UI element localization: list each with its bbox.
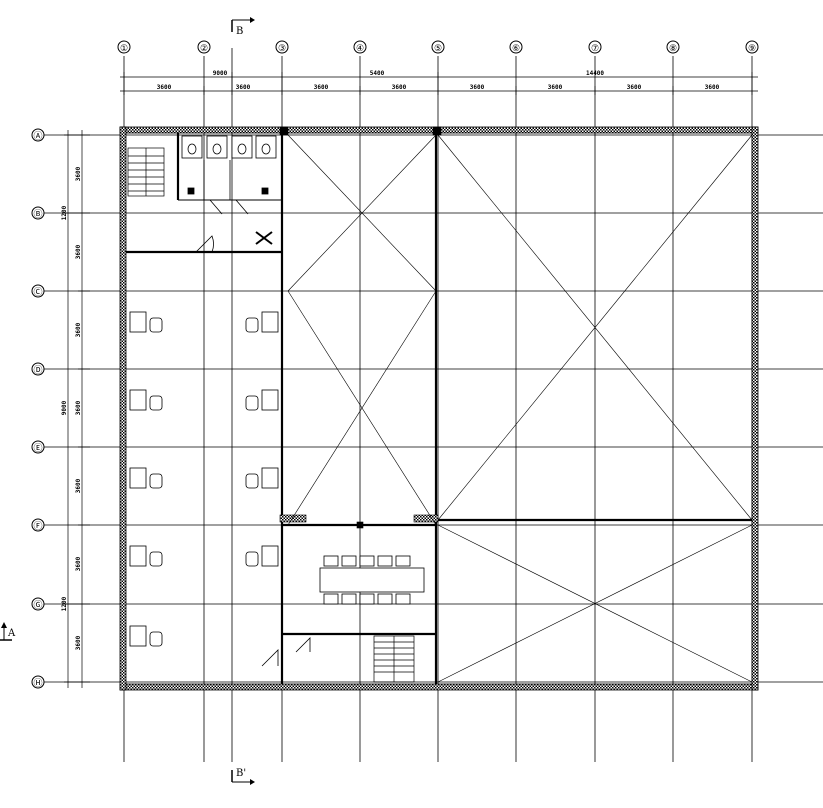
dimension-label: 3600: [157, 84, 172, 91]
interior-walls: [126, 133, 752, 684]
grid-lines: [44, 48, 823, 762]
dimension-label: 3600: [705, 84, 720, 91]
column-axis-label: ②: [200, 44, 208, 54]
void-diagonals: [287, 134, 753, 683]
dimension-label: 5400: [370, 70, 385, 77]
dimension-label: 3600: [75, 556, 82, 571]
row-axis-bubbles: [31, 128, 45, 689]
dimension-label: 3600: [470, 84, 485, 91]
section-mark-label: A: [7, 628, 16, 639]
doors: [195, 199, 311, 667]
column-axis-label: ⑤: [434, 44, 442, 54]
row-axis-label: Ⓑ: [33, 209, 42, 220]
column-axis-label: ⑦: [591, 44, 599, 54]
column-axis-label: ⑨: [748, 44, 756, 54]
dimension-label: 3600: [314, 84, 329, 91]
row-axis-label: Ⓒ: [33, 287, 42, 298]
section-mark-label: B': [236, 768, 246, 779]
staircase-bottom: [373, 635, 415, 683]
conference-table: [319, 555, 425, 605]
left-dimension-lines: [64, 130, 90, 688]
dimension-label: 9000: [213, 70, 228, 77]
row-axis-label: Ⓐ: [33, 131, 42, 142]
section-mark-label: B: [236, 26, 243, 37]
dimension-label: 14400: [586, 70, 604, 77]
row-axis-label: Ⓗ: [33, 678, 42, 689]
exterior-walls: [119, 126, 759, 691]
dimension-label: 3600: [75, 166, 82, 181]
column-axis-label: ④: [356, 44, 364, 54]
dimension-label: 3600: [236, 84, 251, 91]
staircase-top: [127, 147, 165, 197]
row-axis-label: Ⓔ: [33, 443, 42, 454]
column-axis-bubbles: [117, 40, 759, 54]
row-axis-label: Ⓖ: [33, 600, 42, 611]
column-axis-label: ⑧: [669, 44, 677, 54]
dimension-label: 3600: [75, 635, 82, 650]
toilet-stalls: [181, 135, 277, 200]
column-axis-label: ①: [120, 44, 128, 54]
section-marks: [0, 17, 255, 785]
fan-icon: [255, 231, 273, 245]
row-axis-label: Ⓕ: [33, 521, 42, 532]
dimension-label: 1200: [61, 596, 68, 611]
column-axis-label: ⑥: [512, 44, 520, 54]
dimension-label: 3600: [75, 400, 82, 415]
column-axis-label: ③: [278, 44, 286, 54]
dimension-label: 1200: [61, 205, 68, 220]
dimension-label: 9000: [61, 400, 68, 415]
dimension-label: 3600: [548, 84, 563, 91]
dimension-label: 3600: [627, 84, 642, 91]
dimension-label: 3600: [75, 478, 82, 493]
dimension-label: 3600: [75, 244, 82, 259]
office-desks: [129, 311, 279, 647]
row-axis-label: Ⓓ: [33, 365, 42, 376]
top-dimension-lines: [120, 72, 758, 95]
columns: [279, 126, 442, 529]
dimension-label: 3600: [392, 84, 407, 91]
dimension-label: 3600: [75, 322, 82, 337]
